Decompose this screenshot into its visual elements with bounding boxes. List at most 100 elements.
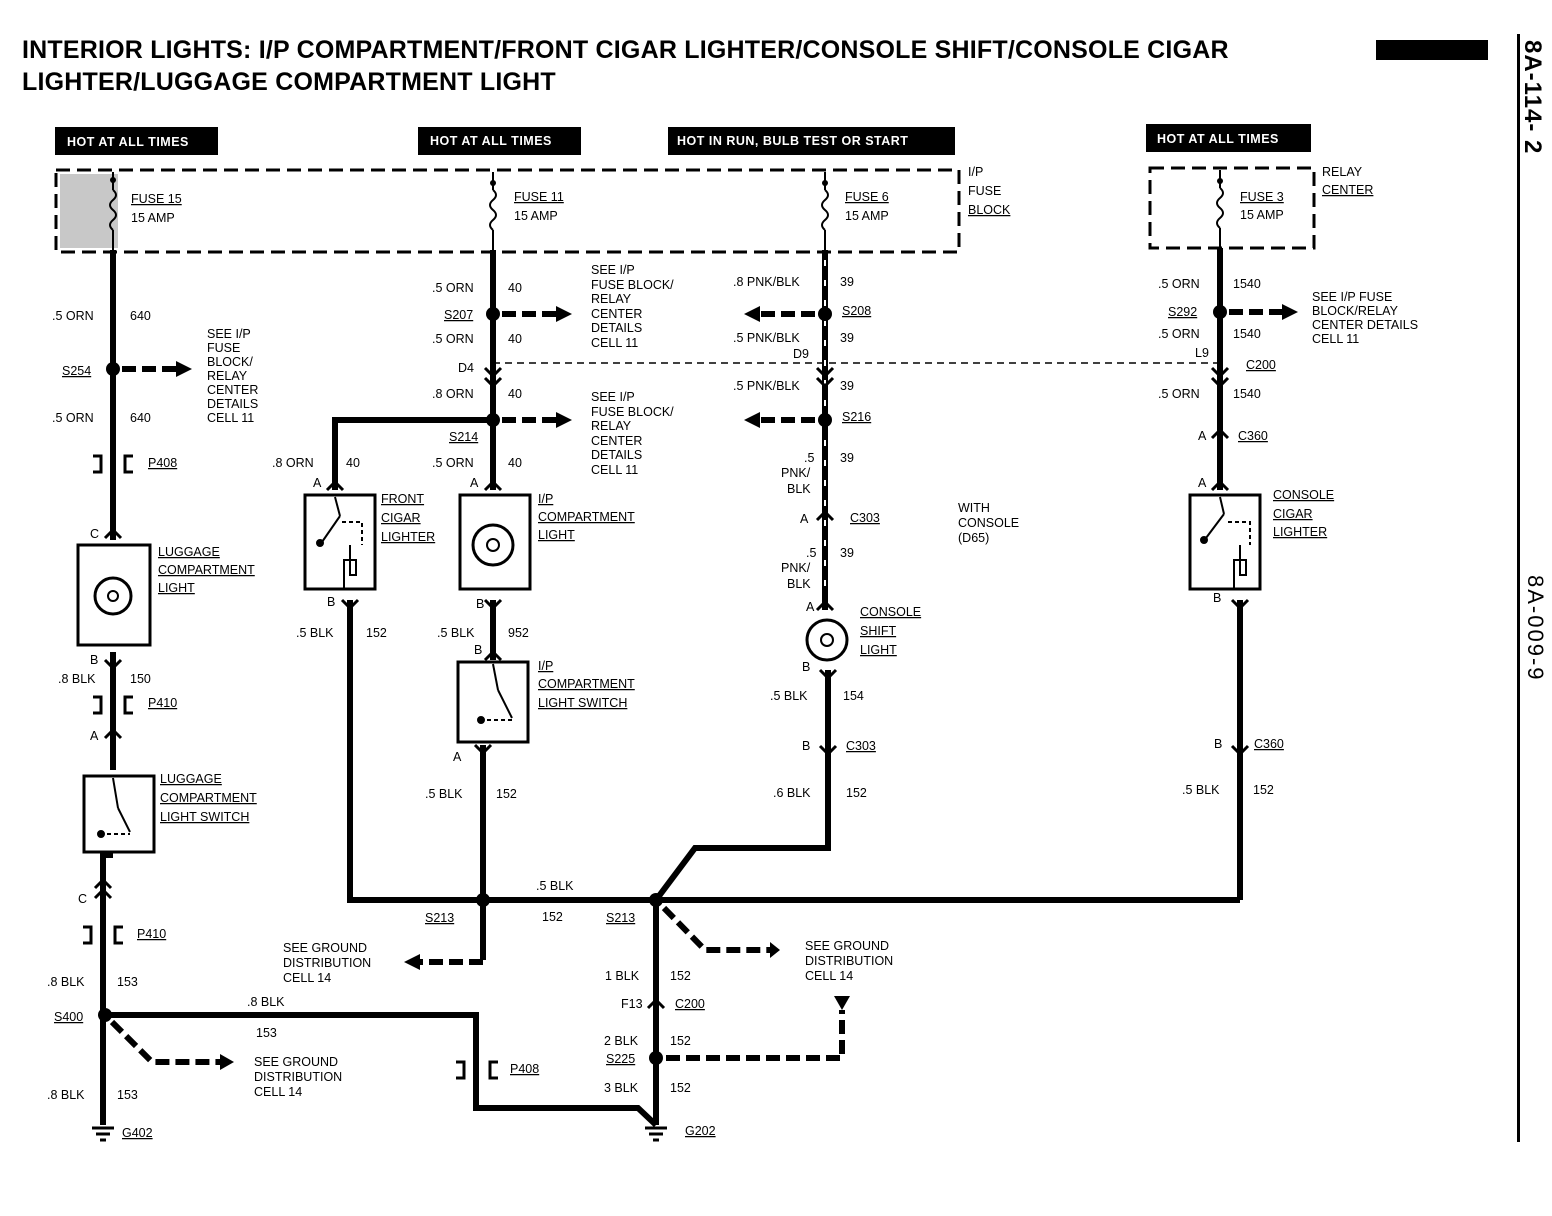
wire-label: 2 BLK (604, 1034, 639, 1048)
pin-label: B (90, 653, 98, 667)
circuit-number: 152 (670, 1081, 691, 1095)
fuse-3-rating: 15 AMP (1240, 208, 1284, 222)
ip-light-filament (486, 538, 500, 552)
fuse-6-rating: 15 AMP (845, 209, 889, 223)
see-note-line: CENTER (591, 434, 642, 448)
splice-s400: S400 (54, 1010, 83, 1024)
title-bar (1376, 40, 1488, 60)
see-note-line: CENTER (207, 383, 258, 397)
pin-label: A (800, 512, 809, 526)
relay-center-label-2: CENTER (1322, 183, 1373, 197)
fuse-terminal (1217, 178, 1223, 184)
header-box-1 (55, 127, 218, 155)
circuit-number: 153 (256, 1026, 277, 1040)
fuse-11-name: FUSE 11 (514, 190, 564, 204)
splice-s207: S207 (444, 308, 473, 322)
circuit-number: 1540 (1233, 387, 1261, 401)
component-label: LIGHT (538, 528, 575, 542)
ip-switch-box (456, 660, 530, 744)
wire-label: .6 BLK (773, 786, 811, 800)
splice-dots (98, 305, 1227, 1065)
circuit-number: 39 (840, 275, 854, 289)
fuse-11-rating: 15 AMP (514, 209, 558, 223)
wire-label: .5 BLK (425, 787, 463, 801)
luggage-switch-contacts (97, 777, 131, 838)
fuse-terminal (822, 180, 828, 186)
front-lighter-box (303, 493, 377, 591)
see-note-line: DETAILS (591, 321, 642, 335)
see-note-line: BLOCK/ (207, 355, 253, 369)
see-note-line: SEE I/P (591, 390, 635, 404)
wire-label: .8 ORN (432, 387, 474, 401)
circuit-number: 40 (508, 332, 522, 346)
connector-c200: C200 (1246, 358, 1276, 372)
ip-switch-contacts (477, 663, 513, 724)
see-note-line: CENTER DETAILS (1312, 318, 1418, 332)
pin-label: B (1213, 591, 1221, 605)
component-label: CIGAR (1273, 507, 1313, 521)
circuit-number: 153 (117, 1088, 138, 1102)
circuit-number: 40 (508, 281, 522, 295)
circuit-number: 153 (117, 975, 138, 989)
pin-label: B (802, 739, 810, 753)
see-note-line: CELL 11 (591, 336, 638, 350)
luggage-light-filament (107, 590, 119, 602)
see-note-line: SEE GROUND (805, 939, 889, 953)
splice-s213: S213 (606, 911, 635, 925)
splice-s208: S208 (842, 304, 871, 318)
see-note-line: SEE I/P (591, 263, 635, 277)
circuit-number: 39 (840, 546, 854, 560)
circuit-number: 152 (846, 786, 867, 800)
wire-label: .8 BLK (47, 1088, 85, 1102)
splice-s292: S292 (1168, 305, 1197, 319)
connector-chevrons (93, 366, 1250, 1010)
wire-label: .5 BLK (296, 626, 334, 640)
component-label: LIGHT SWITCH (160, 810, 249, 824)
wire-label: .5 ORN (52, 411, 94, 425)
pin-label: B (327, 595, 335, 609)
see-note-line: CENTER (591, 307, 642, 321)
fuse-block-shading (60, 174, 118, 248)
header-label-3: HOT IN RUN, BULB TEST OR START (677, 134, 908, 148)
bracket-connectors (83, 454, 498, 1080)
fuse-6-name: FUSE 6 (845, 190, 889, 204)
splice-s254: S254 (62, 364, 91, 378)
pin-label: A (1198, 476, 1207, 490)
see-note-line: CELL 11 (1312, 332, 1359, 346)
component-label: CONSOLE (958, 516, 1019, 530)
wire-label: 1 BLK (605, 969, 640, 983)
wire-label: 3 BLK (604, 1081, 639, 1095)
see-note-line: FUSE (207, 341, 240, 355)
header-box-3 (668, 127, 955, 155)
component-label: COMPARTMENT (538, 510, 635, 524)
see-note-line: RELAY (207, 369, 248, 383)
fuse-block-outline (54, 168, 961, 254)
circuit-number: 39 (840, 379, 854, 393)
circuit-number: 150 (130, 672, 151, 686)
wire-label: PNK/ (781, 561, 811, 575)
wire-label: PNK/ (781, 466, 811, 480)
see-note-line: DISTRIBUTION (283, 956, 371, 970)
fuse-terminal (110, 177, 116, 183)
ground-symbol-g202 (645, 1126, 667, 1142)
fuse-3-name: FUSE 3 (1240, 190, 1284, 204)
pin-label: A (90, 729, 99, 743)
pin-label: A (313, 476, 322, 490)
component-label: I/P (538, 659, 553, 673)
connector-p410: P410 (137, 927, 166, 941)
wire-label: .8 BLK (58, 672, 96, 686)
connector-d4: D4 (458, 361, 474, 375)
see-note-line: BLOCK/RELAY (1312, 304, 1399, 318)
circuit-number: 152 (542, 910, 563, 924)
component-label: I/P (538, 492, 553, 506)
see-note-line: RELAY (591, 419, 632, 433)
splice-s225: S225 (606, 1052, 635, 1066)
component-label: LIGHTER (1273, 525, 1327, 539)
wire-label: .5 (806, 546, 816, 560)
circuit-number: 640 (130, 309, 151, 323)
wire-label: .5 ORN (1158, 327, 1200, 341)
circuit-number: 1540 (1233, 277, 1261, 291)
circuit-number: 40 (346, 456, 360, 470)
circuit-number: 952 (508, 626, 529, 640)
wire-label: .5 ORN (432, 456, 474, 470)
